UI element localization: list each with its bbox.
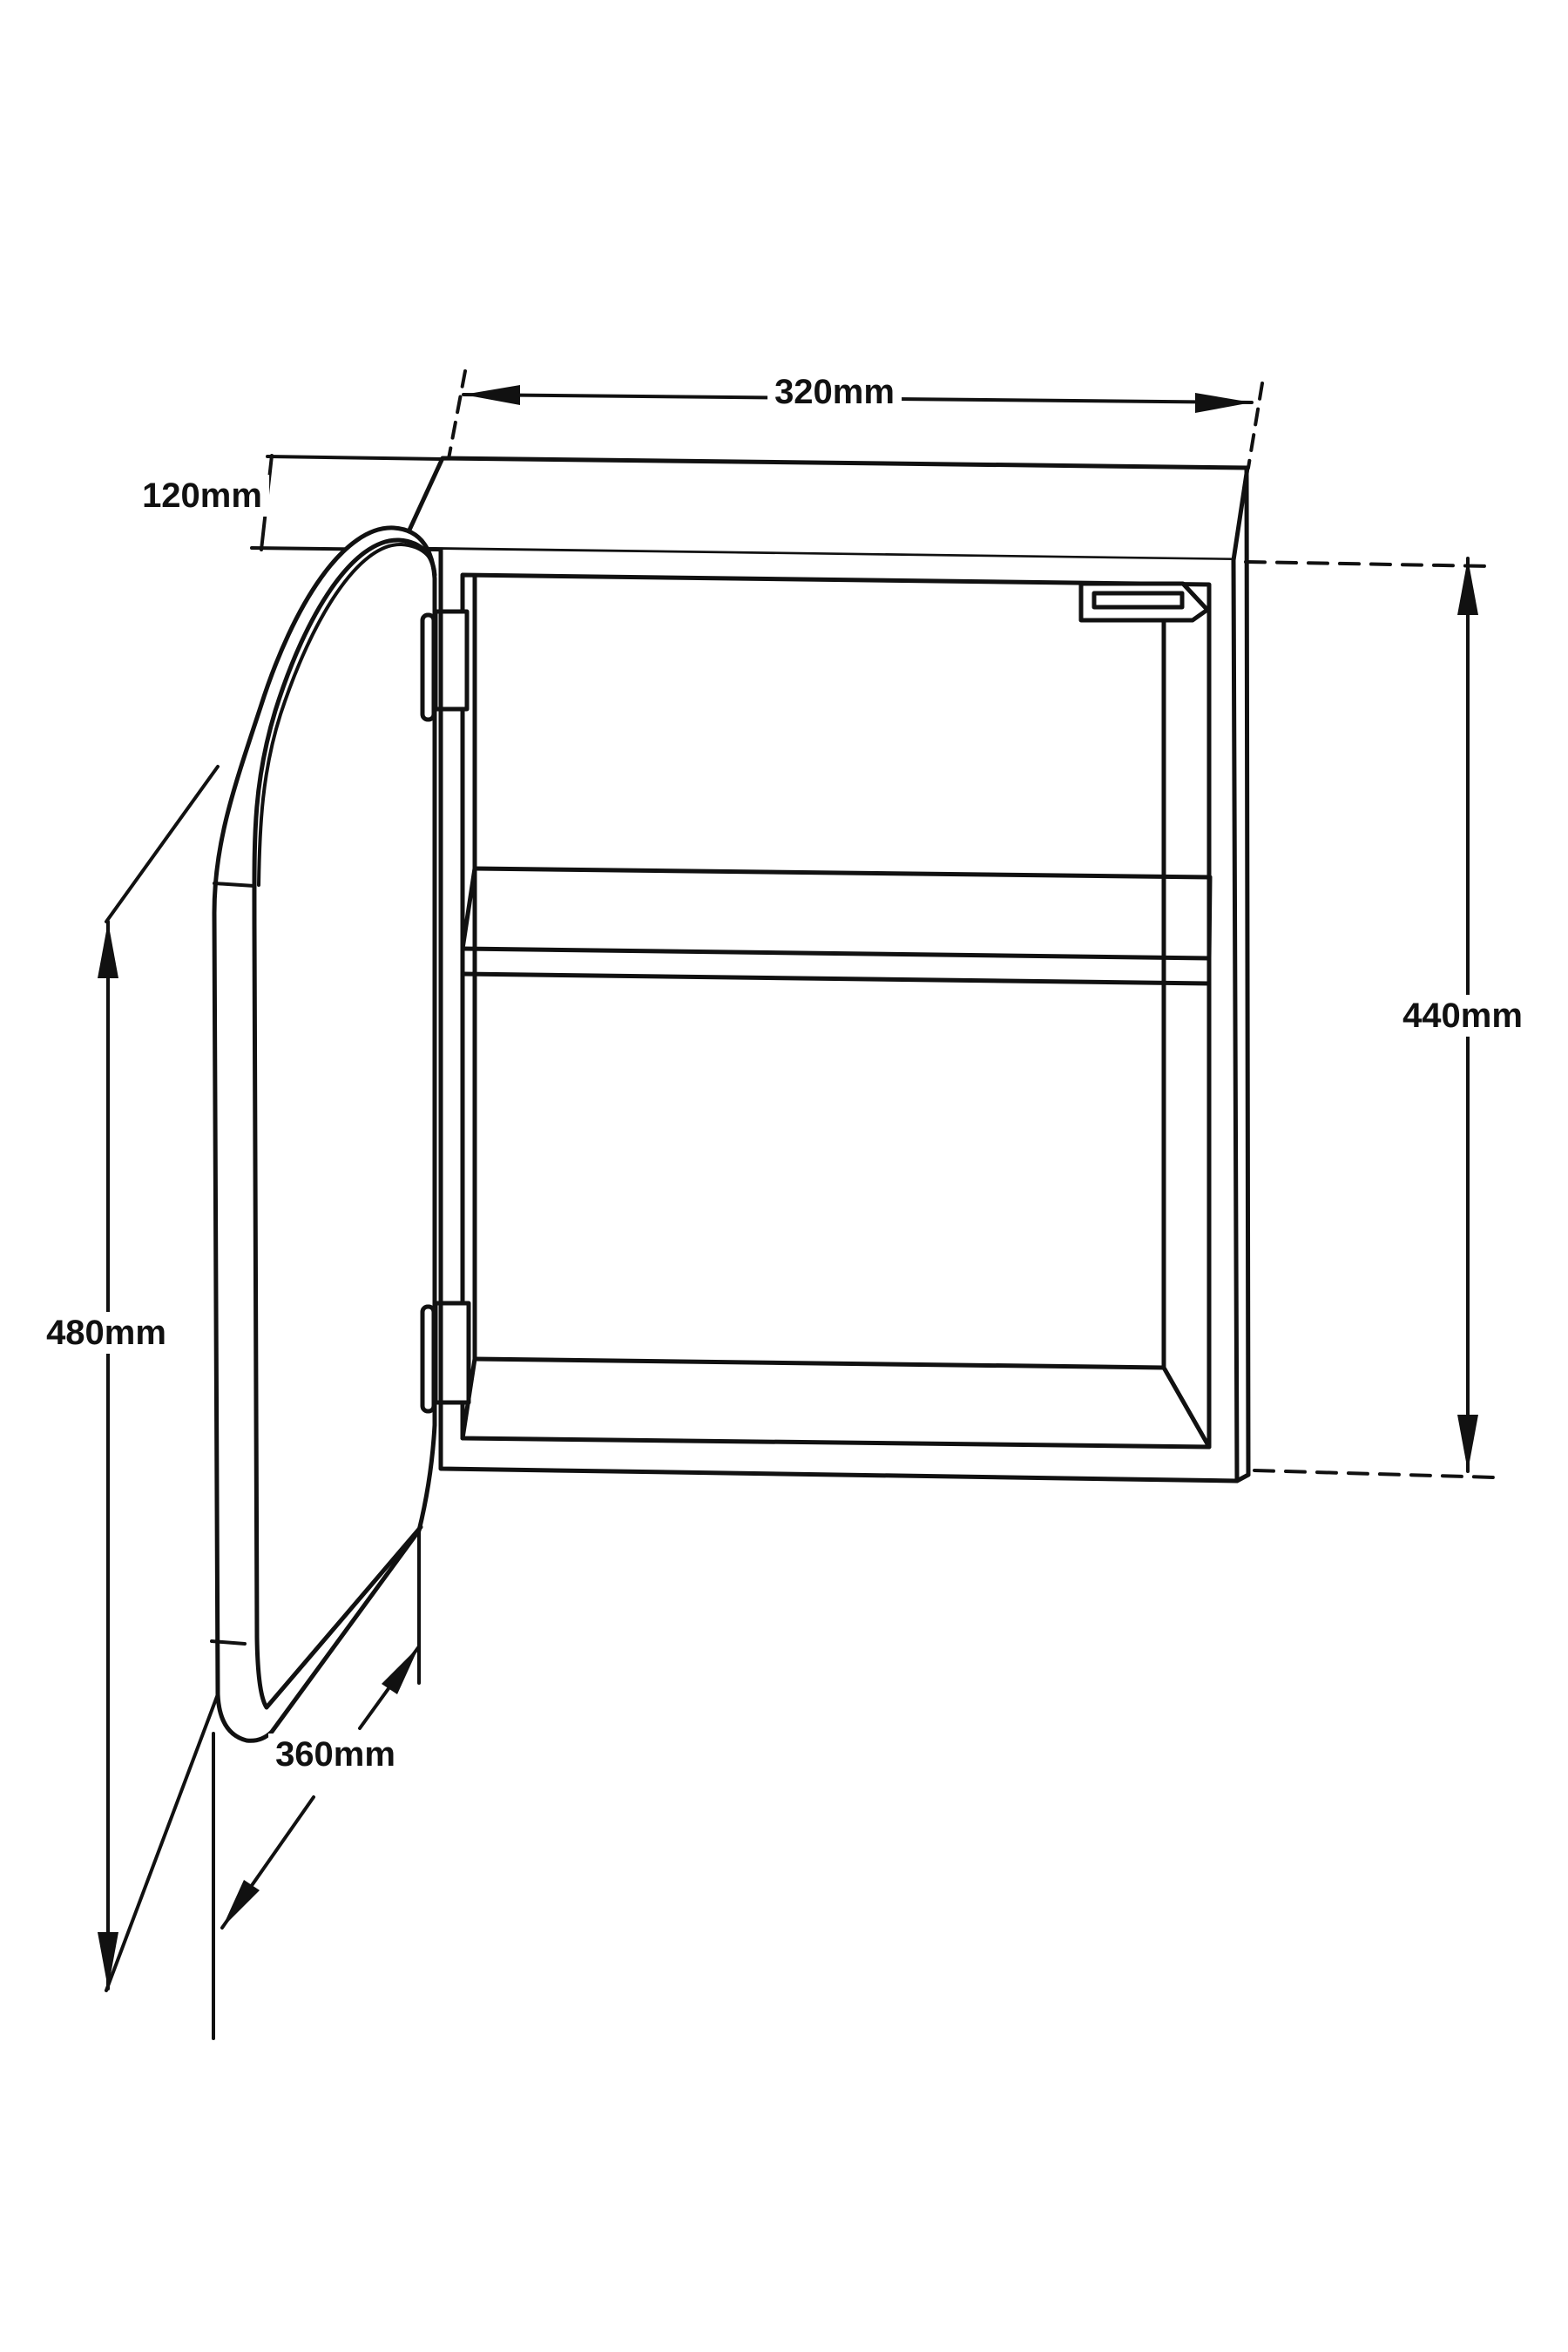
door-latch-block bbox=[1078, 581, 1210, 623]
cabinet-top-panel bbox=[398, 456, 1250, 563]
arrow-down-left-icon bbox=[222, 1880, 260, 1928]
door-edge-joint-top bbox=[213, 882, 256, 888]
door-seam-line bbox=[257, 542, 436, 887]
dim-label-body-height: 440mm bbox=[1396, 995, 1530, 1037]
arrow-up-icon bbox=[1457, 558, 1478, 615]
dim-label-door-width: 360mm bbox=[268, 1734, 402, 1775]
door-outline bbox=[212, 525, 437, 1743]
hinges bbox=[420, 609, 471, 1414]
dim-label-top-depth: 120mm bbox=[135, 475, 269, 517]
door-edge-joint-bottom bbox=[210, 1639, 247, 1646]
dim-label-top-width: 320mm bbox=[767, 371, 902, 413]
hinge-top bbox=[420, 609, 470, 722]
cabinet-right-side-panel bbox=[1234, 465, 1251, 1484]
dim-320-extension-right bbox=[1247, 382, 1264, 470]
arrow-right-icon bbox=[1195, 393, 1252, 413]
dim-label-door-height: 480mm bbox=[39, 1312, 173, 1354]
dimension-lines bbox=[98, 369, 1497, 2040]
arrow-up-right-icon bbox=[382, 1646, 419, 1694]
arrow-down-icon bbox=[98, 1932, 118, 1989]
cabinet-front-frame bbox=[438, 547, 1240, 1484]
hinge-bottom-knuckle bbox=[420, 1304, 436, 1414]
hinge-bottom bbox=[420, 1301, 471, 1414]
arrow-left-icon bbox=[463, 385, 520, 405]
cabinet-shelf bbox=[460, 866, 1213, 986]
dim-440-extension-bottom bbox=[1253, 1469, 1497, 1479]
hinge-top-knuckle bbox=[420, 612, 436, 722]
dim-440-extension-top bbox=[1244, 560, 1493, 568]
cabinet-door-open bbox=[210, 525, 437, 1743]
arrow-up-icon bbox=[98, 922, 118, 978]
dim-480-extension-top bbox=[105, 765, 220, 923]
dim-480-extension-bottom bbox=[105, 1693, 220, 1992]
cabinet-body bbox=[398, 456, 1251, 1484]
door-inner-edge bbox=[252, 537, 437, 1710]
arrow-down-icon bbox=[1457, 1415, 1478, 1471]
dim-480-door-height bbox=[98, 765, 220, 1992]
cabinet-interior bbox=[460, 573, 1212, 1450]
dim-360-door-width bbox=[212, 1529, 421, 2040]
